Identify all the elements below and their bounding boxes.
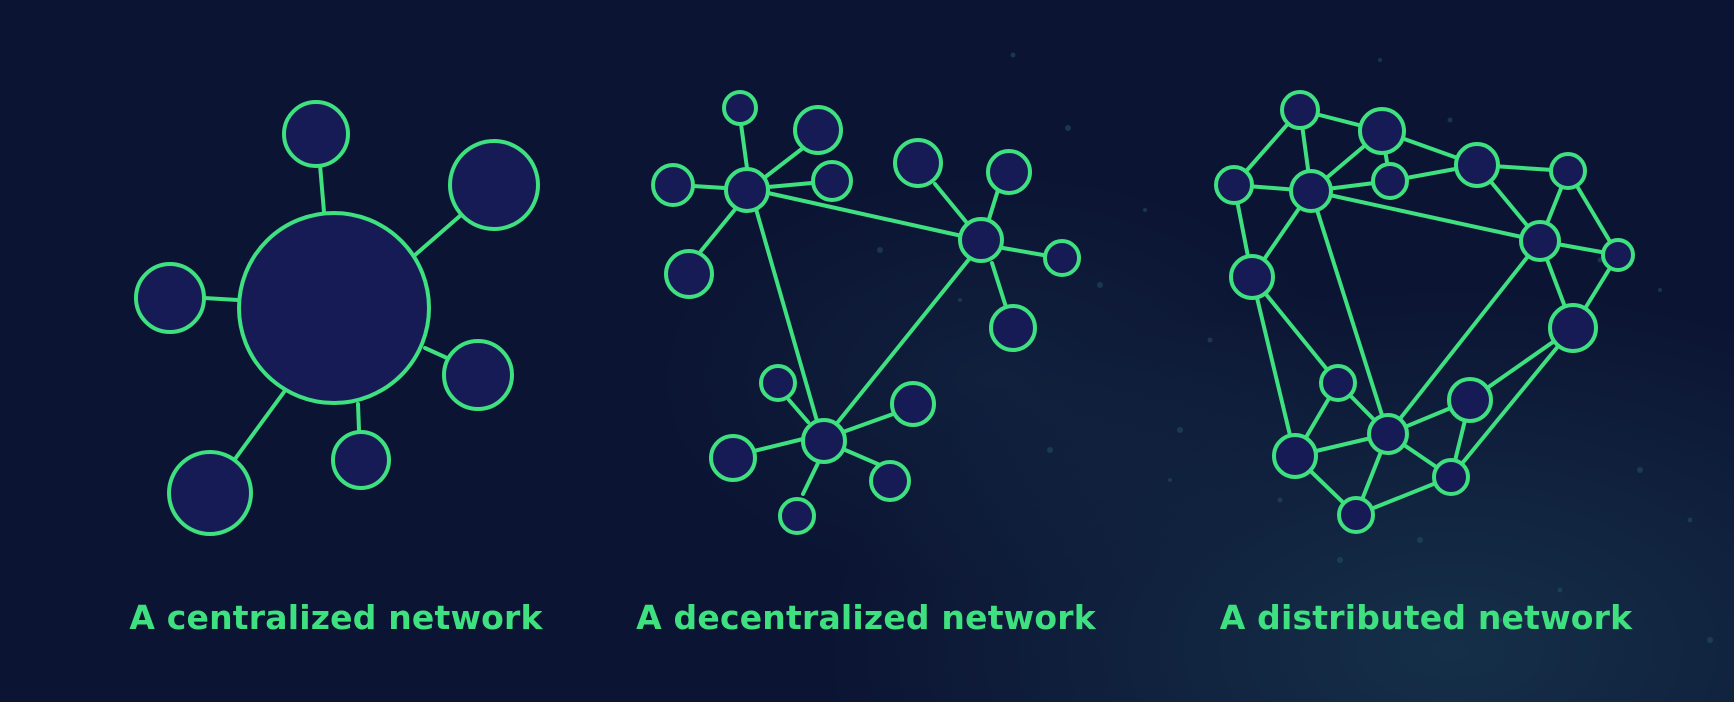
node [1447,377,1493,423]
edge [318,163,326,214]
node [331,430,391,490]
node [664,249,714,299]
node [1229,254,1275,300]
node [651,163,695,207]
node [811,160,853,202]
hub-node [724,167,770,213]
node [709,434,757,482]
distributed-nodes [1214,90,1635,534]
node [1272,433,1318,479]
node [989,304,1037,352]
decentralized-network [651,90,1081,535]
hub-node [958,217,1004,263]
edge [1001,246,1045,257]
edge [766,191,964,238]
node [890,381,936,427]
edge [1250,275,1297,458]
node [1367,413,1409,455]
node [282,100,350,168]
edge [841,412,895,434]
node [1289,169,1333,213]
hub-node [801,418,847,464]
edge [233,390,286,461]
edge [202,296,240,302]
node [1454,142,1500,188]
node [448,139,540,231]
node [1337,496,1375,534]
edge [691,184,727,190]
edge [356,402,361,432]
caption-decentralized: A decentralized network [636,598,1096,637]
node [1214,165,1254,205]
node [759,364,797,402]
node [442,339,514,411]
node [893,138,943,188]
caption-centralized: A centralized network [129,598,543,637]
edge [423,346,449,360]
edge [1449,326,1575,479]
node [1548,303,1598,353]
centralized-edges [202,163,463,461]
edge [787,398,810,424]
edge [1386,239,1542,436]
node [1280,90,1320,130]
edge [933,182,969,225]
background-particles [877,52,1713,643]
node [1519,220,1561,262]
node [778,497,816,535]
edge [413,213,463,257]
node [134,262,206,334]
node [1549,152,1587,190]
decentralized-nodes [651,90,1081,535]
edge [1309,189,1542,243]
centralized-nodes [134,100,540,536]
edge [1309,189,1390,436]
edge [762,146,805,180]
node [793,105,843,155]
distributed-network [1214,90,1635,534]
node [167,450,253,536]
node [1319,364,1357,402]
edge [987,188,1000,221]
edge [754,207,819,423]
edge [699,205,739,253]
caption-distributed: A distributed network [1219,598,1633,637]
edge [841,447,882,467]
node [722,90,758,126]
node [1601,238,1635,272]
node [869,460,911,502]
node [1043,239,1081,277]
edge [801,459,821,496]
edge [752,437,805,453]
central-hub-node [237,211,431,405]
edge [766,181,814,189]
node [986,149,1032,195]
edge [990,261,1008,309]
centralized-network [134,100,540,536]
node [1371,162,1409,200]
decentralized-edges [691,122,1045,496]
edge [836,256,972,424]
node [1358,107,1406,155]
edge [739,122,749,170]
node [1432,458,1470,496]
